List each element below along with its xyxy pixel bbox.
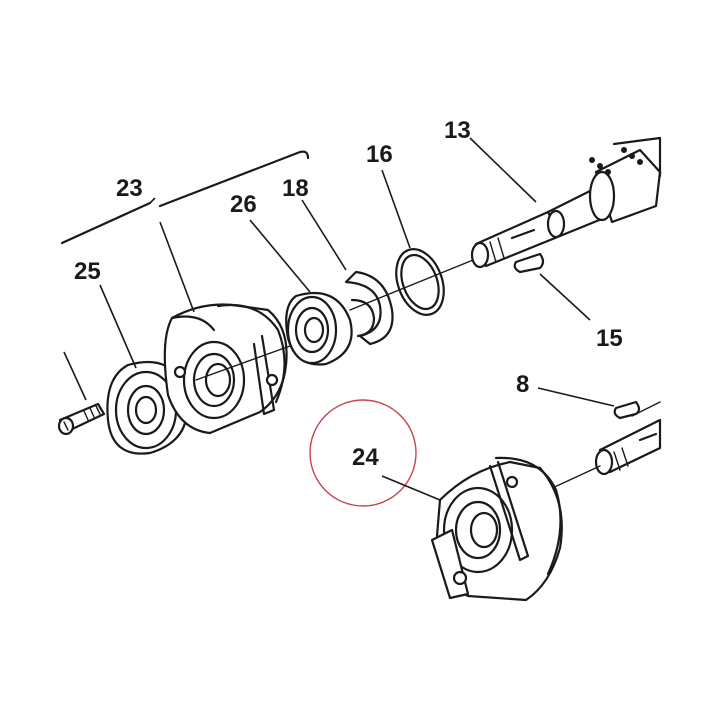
callout-25: 25 (74, 258, 101, 285)
cap-screw-part[interactable] (57, 402, 106, 436)
callout-16: 16 (366, 141, 393, 168)
callout-8: 8 (516, 371, 529, 398)
circlip-part-18[interactable] (344, 270, 394, 346)
assembly-bracket-23 (60, 150, 310, 245)
highlight-circle (309, 399, 417, 507)
bearing-part-26[interactable] (285, 291, 353, 366)
shaft-part-13[interactable] (470, 136, 662, 269)
callout-15: 15 (596, 325, 623, 352)
callout-24: 24 (352, 444, 379, 471)
callout-13: 13 (444, 117, 471, 144)
lower-shaft-end (594, 401, 662, 476)
housing-part-24[interactable] (430, 456, 563, 602)
key-part-8[interactable] (613, 400, 641, 420)
callout-18: 18 (282, 175, 309, 202)
key-part-15[interactable] (513, 252, 545, 274)
callout-26: 26 (230, 191, 257, 218)
callout-23: 23 (116, 175, 143, 202)
leader-lines (63, 137, 615, 501)
